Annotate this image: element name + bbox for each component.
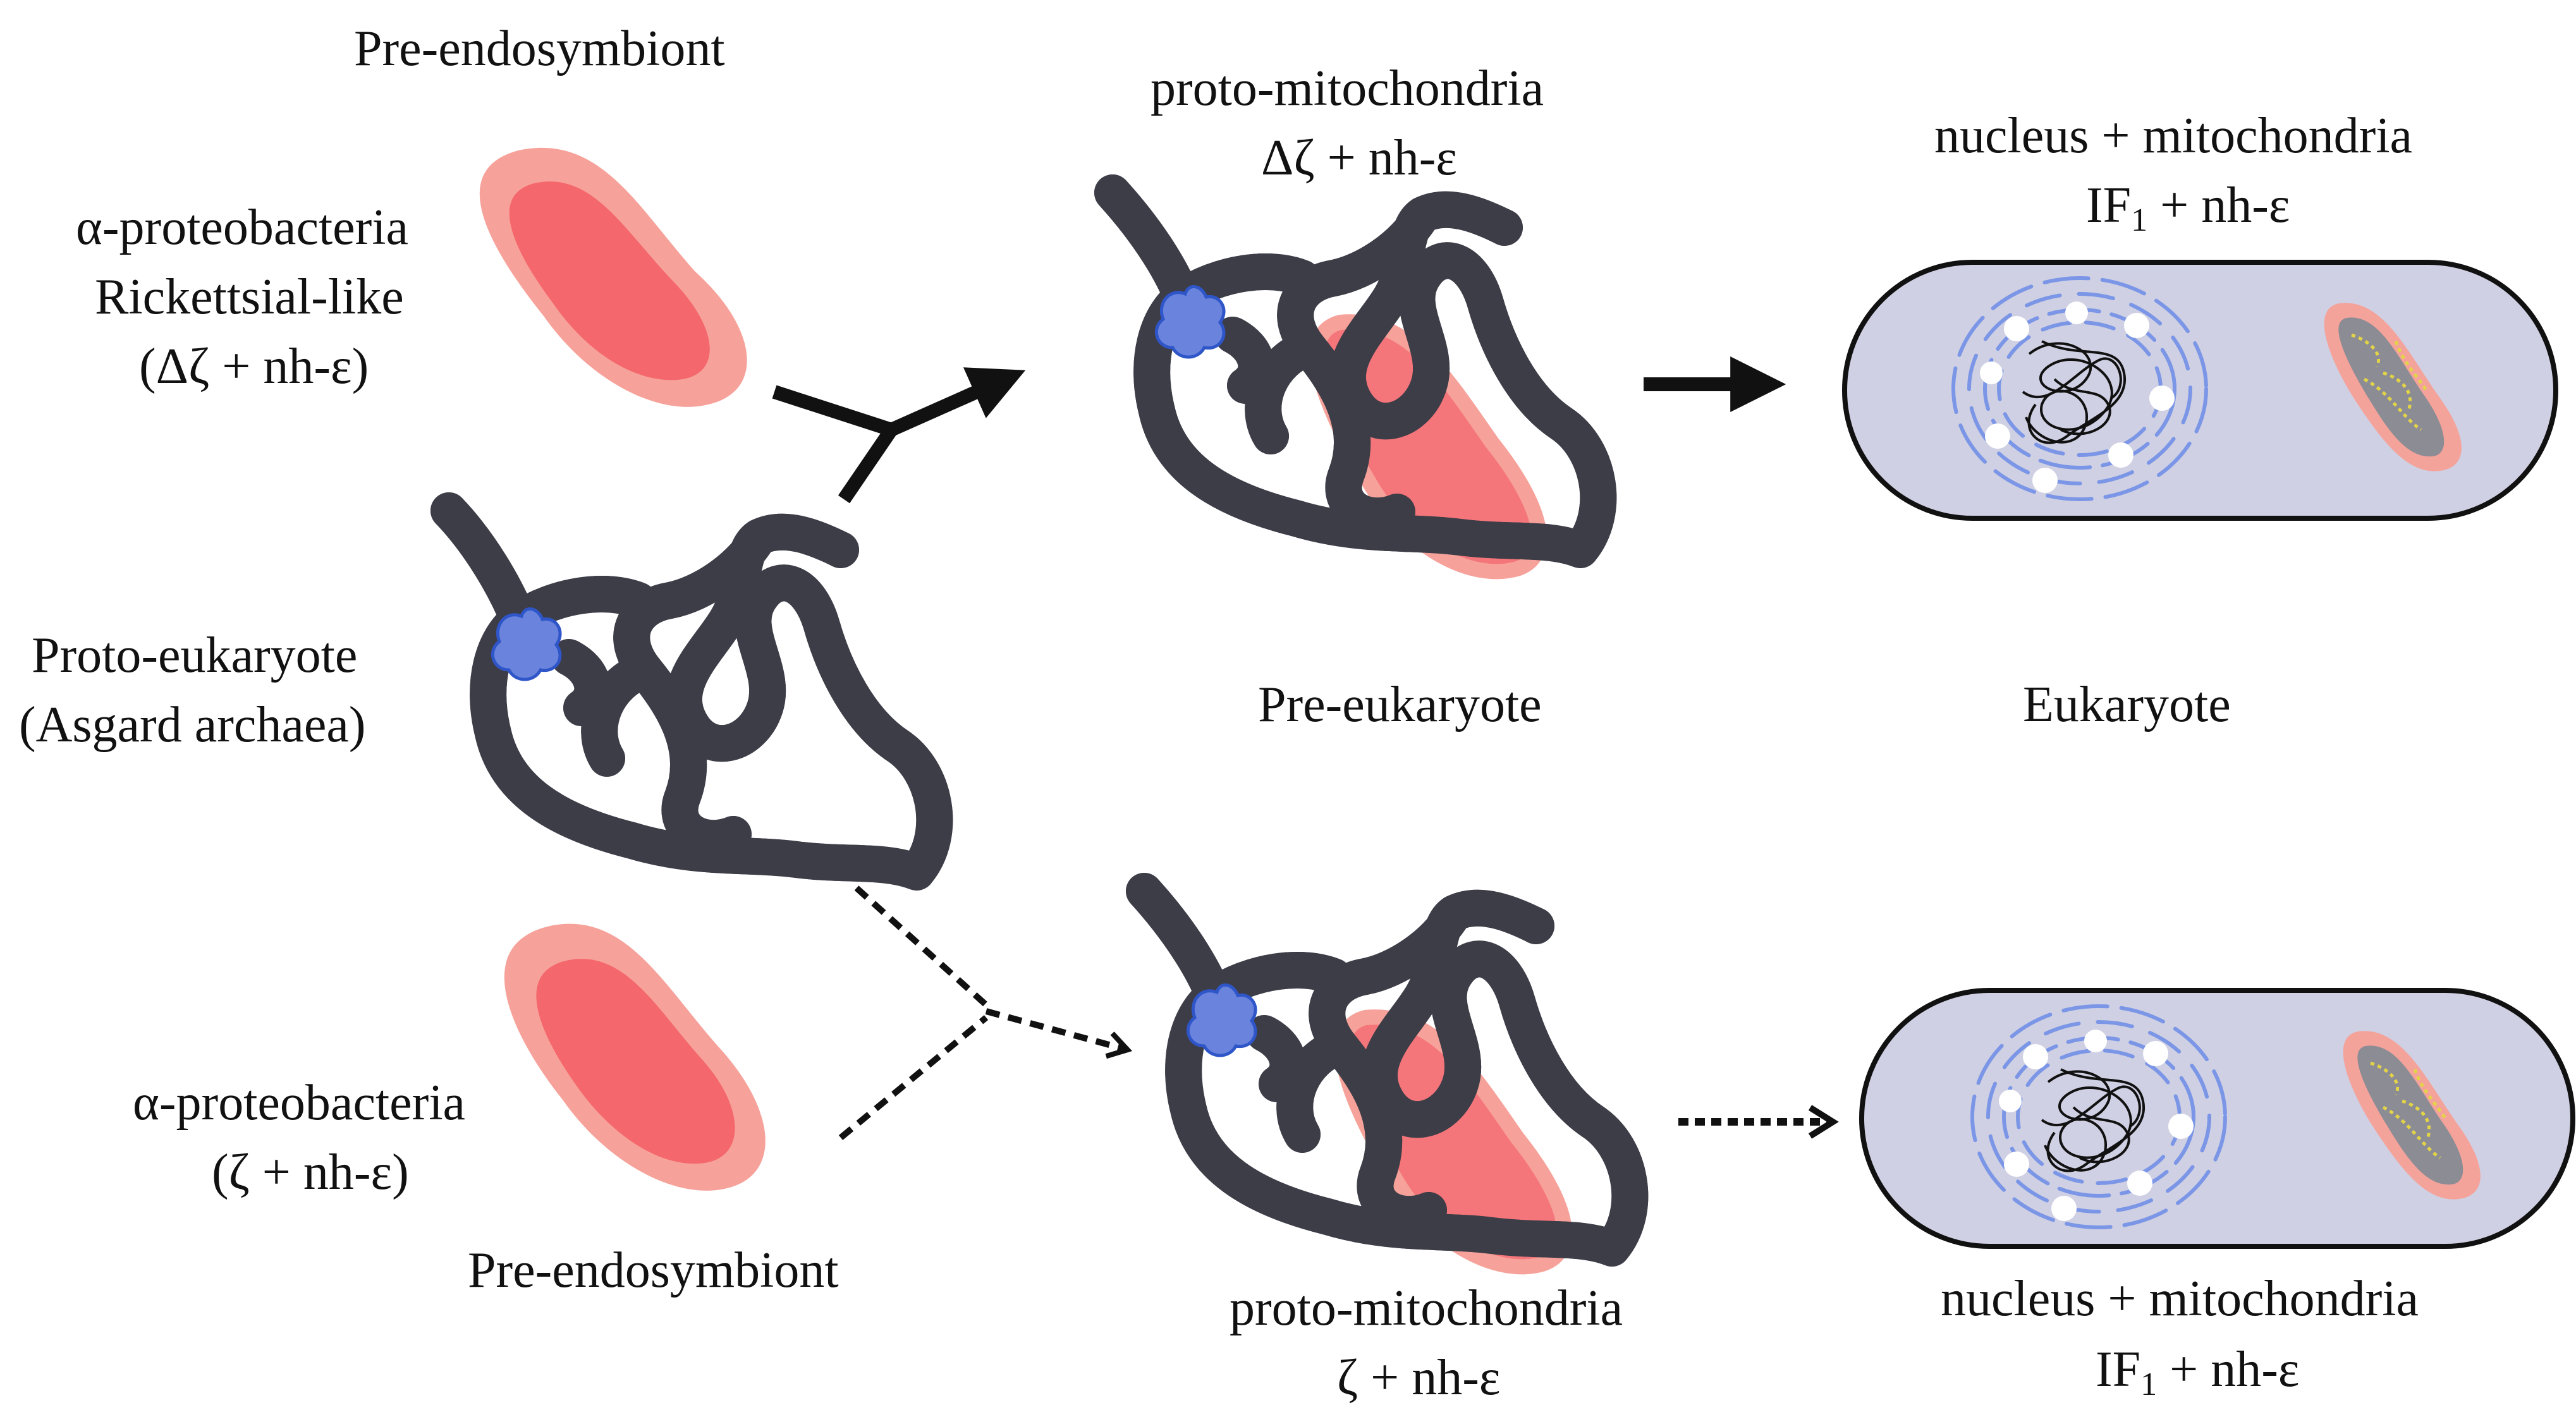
pre-endosymbiont-top-label: Pre-endosymbiont xyxy=(354,21,725,76)
nucleus-mitochondria-bottom-label: nucleus + mitochondria xyxy=(1941,1271,2419,1327)
pre-eukaryote-bottom-cell xyxy=(1126,873,1630,1275)
proto-mitochondria-bottom-label: proto-mitochondria xyxy=(1230,1280,1623,1336)
alpha-proteobacteria-bacterium xyxy=(504,923,766,1191)
rickettsial-like-label: Rickettsial-like xyxy=(95,269,404,325)
if1-bottom-prefix: IF xyxy=(2096,1342,2141,1397)
eukaryote-bottom-cell xyxy=(1859,988,2575,1249)
proto-eukaryote-asgard-cell xyxy=(430,492,934,891)
alpha-proteobacteria-bottom-label: α-proteobacteria xyxy=(133,1075,466,1131)
if1-bottom-subscript: 1 xyxy=(2140,1366,2158,1402)
if1-top-label: IF1 + nh-ε xyxy=(2086,171,2290,240)
alpha-top-composition-label: (Δζ + nh-ε) xyxy=(139,339,369,394)
proto-mitochondria-bottom-composition: ζ + nh-ε xyxy=(1337,1350,1501,1406)
alpha-proteobacteria-top-label: α-proteobacteria xyxy=(76,200,409,255)
mitochondrion-bottom xyxy=(2343,1031,2481,1200)
if1-bottom-suffix: + nh-ε xyxy=(2157,1342,2300,1397)
alpha-bottom-composition-label: (ζ + nh-ε) xyxy=(212,1145,409,1200)
nuclear-pores-bottom xyxy=(1999,1030,2194,1221)
if1-top-prefix: IF xyxy=(2086,178,2132,233)
pre-eukaryote-top-cell xyxy=(1094,174,1598,580)
asgard-archaea-label: (Asgard archaea) xyxy=(19,697,366,753)
proto-mitochondria-top-label: proto-mitochondria xyxy=(1151,61,1544,116)
nucleus-mitochondria-top-label: nucleus + mitochondria xyxy=(1934,108,2413,164)
if1-top-suffix: + nh-ε xyxy=(2147,178,2290,233)
solid-merge-arrow xyxy=(772,367,1026,504)
eukaryote-top-cell xyxy=(1842,260,2558,521)
nuclear-pores-top xyxy=(1980,301,2175,493)
dashed-merge-arrow xyxy=(838,885,1133,1140)
alpha-proteobacteria-rickettsial-bacterium xyxy=(479,147,747,407)
if1-bottom-label: IF1 + nh-ε xyxy=(2096,1335,2300,1404)
mitochondrion-top xyxy=(2324,303,2462,471)
if1-top-subscript: 1 xyxy=(2131,202,2148,238)
chromatin-bottom xyxy=(2041,1068,2146,1172)
pre-eukaryote-label: Pre-eukaryote xyxy=(1258,677,1542,733)
proto-mitochondria-top-composition: Δζ + nh-ε xyxy=(1261,130,1457,186)
chromatin-top xyxy=(2022,340,2127,444)
proto-eukaryote-label: Proto-eukaryote xyxy=(32,628,358,683)
pre-endosymbiont-bottom-label: Pre-endosymbiont xyxy=(468,1243,839,1298)
eukaryote-label: Eukaryote xyxy=(2023,677,2231,733)
